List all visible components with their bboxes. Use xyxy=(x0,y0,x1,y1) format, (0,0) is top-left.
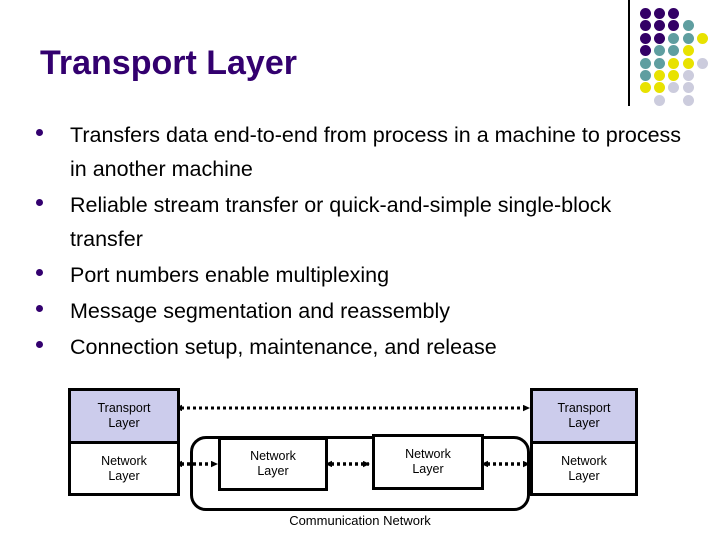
bullet-text: Port numbers enable multiplexing xyxy=(70,263,390,287)
logo-dot xyxy=(668,20,680,32)
logo-dot xyxy=(682,82,694,94)
page-title: Transport Layer xyxy=(40,44,297,82)
bullet-marker-icon xyxy=(36,118,70,136)
logo-dot xyxy=(682,94,694,106)
logo-dot xyxy=(696,32,708,44)
logo-dot xyxy=(654,94,666,106)
logo-dot xyxy=(640,45,651,57)
bullet-text: Reliable stream transfer or quick-and-si… xyxy=(70,193,612,251)
logo-dot xyxy=(640,8,651,19)
logo-dot xyxy=(654,20,666,32)
bullet-item: Connection setup, maintenance, and relea… xyxy=(36,330,684,364)
decorative-dot-grid-logo xyxy=(640,8,718,106)
bullet-item: Message segmentation and reassembly xyxy=(36,294,684,328)
bullet-marker-icon xyxy=(36,294,70,312)
right-transport-layer-cell: Transport Layer xyxy=(533,391,635,441)
logo-dot xyxy=(654,82,666,94)
header-divider-rule xyxy=(628,0,630,106)
bullet-text: Message segmentation and reassembly xyxy=(70,299,451,323)
logo-dot xyxy=(668,8,680,19)
left-stack-divider xyxy=(71,441,177,444)
logo-dot xyxy=(682,57,694,69)
bullet-marker-icon xyxy=(36,330,70,348)
logo-dot xyxy=(654,32,666,44)
right-network-layer-cell: Network Layer xyxy=(533,444,635,493)
left-transport-layer-cell: Transport Layer xyxy=(71,391,177,441)
right-host-stack: Transport Layer Network Layer xyxy=(530,388,638,496)
logo-dot xyxy=(668,82,680,94)
logo-dot xyxy=(654,8,666,19)
bullet-item: Reliable stream transfer or quick-and-si… xyxy=(36,188,684,256)
logo-dot xyxy=(682,45,694,57)
logo-dot xyxy=(654,57,666,69)
logo-dot xyxy=(640,32,651,44)
network-node-2: Network Layer xyxy=(372,434,484,490)
logo-dot xyxy=(640,82,651,94)
logo-dot xyxy=(668,32,680,44)
network-node-1: Network Layer xyxy=(218,437,328,491)
logo-dot xyxy=(640,70,651,81)
communication-network-label: Communication Network xyxy=(289,513,431,528)
bullet-item: Transfers data end-to-end from process i… xyxy=(36,118,684,186)
communication-network-container xyxy=(190,436,530,511)
logo-dot xyxy=(640,57,651,69)
logo-dot xyxy=(668,57,680,69)
logo-dot xyxy=(668,45,680,57)
left-network-layer-cell: Network Layer xyxy=(71,444,177,493)
bullet-list: Transfers data end-to-end from process i… xyxy=(36,118,684,366)
left-host-stack: Transport Layer Network Layer xyxy=(68,388,180,496)
logo-dot xyxy=(654,70,666,81)
bullet-marker-icon xyxy=(36,258,70,276)
bullet-marker-icon xyxy=(36,188,70,206)
logo-dot xyxy=(682,32,694,44)
logo-dot xyxy=(654,45,666,57)
bullet-text: Transfers data end-to-end from process i… xyxy=(70,123,682,181)
bullet-item: Port numbers enable multiplexing xyxy=(36,258,684,292)
bullet-text: Connection setup, maintenance, and relea… xyxy=(70,335,497,359)
logo-dot xyxy=(640,20,651,32)
logo-dot xyxy=(696,57,708,69)
right-stack-divider xyxy=(533,441,635,444)
logo-dot xyxy=(682,20,694,32)
logo-dot xyxy=(682,70,694,81)
logo-dot xyxy=(668,70,680,81)
